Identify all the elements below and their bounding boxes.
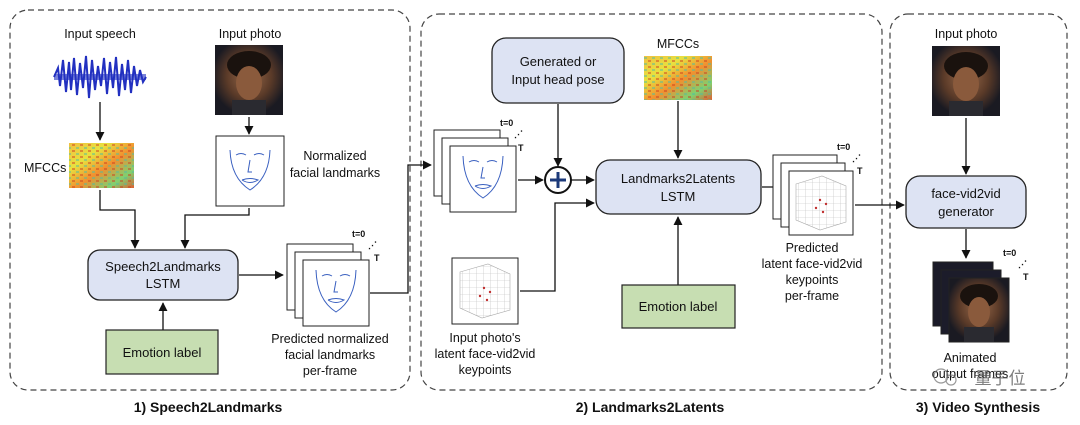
emotion-label-box-2: Emotion label: [621, 284, 736, 329]
arrow-panel1-to-panel2: [370, 160, 432, 294]
input-keypoints-label-1: Input photo's: [449, 331, 520, 345]
arrow-landmarks-to-lstm: [180, 208, 250, 249]
predicted-landmarks-label-1: Predicted normalized: [271, 332, 388, 346]
face-vid2vid-generator-box: face-vid2vid generator: [905, 175, 1027, 229]
p3-t0-label: t=0: [1003, 248, 1016, 258]
speech2landmarks-lstm-label-1: Speech2Landmarks: [105, 259, 221, 274]
p3-dots: ⋰: [1018, 259, 1027, 269]
generator-label-1: face-vid2vid: [931, 186, 1000, 201]
mfccs-label: MFCCs: [24, 161, 66, 175]
p2-Tb-label: T: [857, 166, 863, 176]
normalized-landmarks-image: [215, 135, 285, 207]
landmarks-input-stack: [433, 129, 517, 213]
animated-output-frames: [932, 261, 1010, 343]
predicted-landmarks-label-2: facial landmarks: [285, 348, 375, 362]
predicted-keypoints-label-3: keypoints: [786, 273, 839, 287]
input-photo-label: Input photo: [219, 27, 282, 41]
predicted-keypoints-stack: [772, 154, 854, 236]
plus-combine-node: [544, 166, 572, 194]
panel-title-2: 2) Landmarks2Latents: [576, 399, 725, 415]
panel-landmarks2latents: [420, 13, 883, 391]
p1-t0-label: t=0: [352, 229, 365, 239]
head-pose-label-1: Generated or: [520, 54, 597, 69]
input-photo-3: [932, 46, 1000, 116]
mfcc-spectrogram: [69, 143, 134, 188]
p2-t0b-label: t=0: [837, 142, 850, 152]
head-pose-box: Generated or Input head pose: [491, 37, 625, 104]
emotion-label-box-1: Emotion label: [105, 329, 219, 375]
input-keypoints-plot: [451, 257, 519, 325]
p3-T-label: T: [1023, 272, 1029, 282]
mfcc-spectrogram-2: [644, 56, 712, 100]
panel-title-1: 1) Speech2Landmarks: [134, 399, 283, 415]
speech2landmarks-lstm-label-2: LSTM: [146, 276, 181, 291]
speech2landmarks-lstm-box: Speech2Landmarks LSTM: [87, 249, 239, 301]
panel-title-3: 3) Video Synthesis: [916, 399, 1040, 415]
input-keypoints-label-3: keypoints: [459, 363, 512, 377]
predicted-landmarks-label-3: per-frame: [303, 364, 357, 378]
animated-output-label-1: Animated: [944, 351, 997, 365]
landmarks2latents-lstm-label-1: Landmarks2Latents: [621, 171, 736, 186]
emotion-label-text-2: Emotion label: [639, 299, 718, 314]
arrow-keypoints-to-lstm2: [520, 198, 595, 292]
mfccs-label-2: MFCCs: [657, 37, 699, 51]
input-keypoints-label-2: latent face-vid2vid: [435, 347, 536, 361]
p2-dots-b: ⋰: [852, 153, 861, 163]
predicted-keypoints-label-4: per-frame: [785, 289, 839, 303]
p2-t0a-label: t=0: [500, 118, 513, 128]
landmarks2latents-lstm-label-2: LSTM: [661, 189, 696, 204]
p2-dots-a: ⋰: [514, 129, 523, 139]
p1-dots: ⋰: [368, 240, 377, 250]
predicted-landmarks-stack: [286, 243, 370, 327]
p2-Ta-label: T: [518, 143, 524, 153]
landmarks2latents-lstm-box: Landmarks2Latents LSTM: [595, 159, 762, 215]
input-photo-label-3: Input photo: [935, 27, 998, 41]
p1-T-label: T: [374, 253, 380, 263]
panel-speech2landmarks: [9, 9, 411, 391]
normalized-landmarks-label-2: facial landmarks: [290, 166, 380, 180]
normalized-landmarks-label-1: Normalized: [303, 149, 366, 163]
predicted-keypoints-label-2: latent face-vid2vid: [762, 257, 863, 271]
input-speech-label: Input speech: [64, 27, 136, 41]
input-photo: [215, 45, 283, 115]
animated-output-label-2: output frames: [932, 367, 1008, 381]
head-pose-label-2: Input head pose: [511, 72, 604, 87]
watermark: 量子位: [933, 368, 1026, 388]
predicted-keypoints-label-1: Predicted: [786, 241, 839, 255]
panel-video-synthesis: [889, 13, 1068, 391]
speech-waveform: [53, 55, 147, 99]
watermark-text: 量子位: [975, 369, 1026, 388]
arrow-mfcc-to-lstm: [99, 190, 140, 249]
generator-label-2: generator: [938, 204, 994, 219]
emotion-label-text-1: Emotion label: [123, 345, 202, 360]
